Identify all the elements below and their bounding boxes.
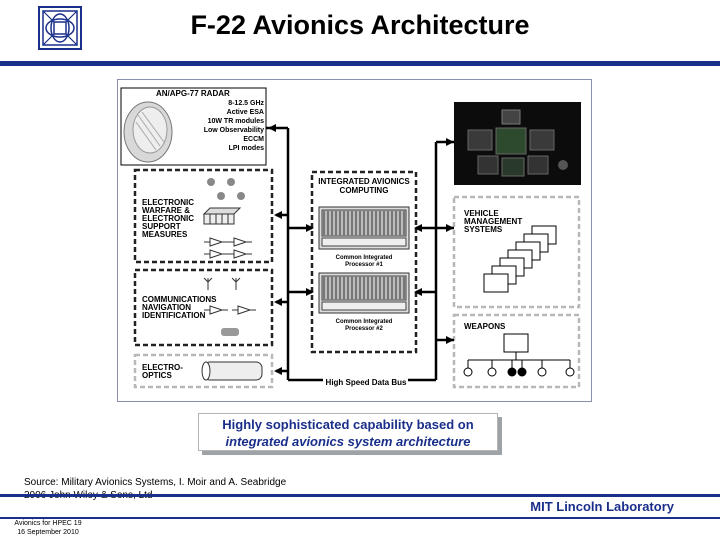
processor-1-label-2: Processor #1: [345, 262, 383, 268]
weapons-box: WEAPONS: [452, 313, 581, 389]
weapons-tree-icon: [463, 333, 575, 377]
radar-spec-5: ECCM: [243, 136, 264, 143]
eo-box: ELECTRO- OPTICS: [133, 353, 274, 389]
sensor-dots-icon: [207, 178, 245, 200]
eo-sensor-icon: [201, 361, 263, 381]
vms-box: VEHICLE MANAGEMENT SYSTEMS: [452, 195, 581, 309]
architecture-diagram: AN/APG-77 RADAR 8-12.5 GHz Active ESA 10…: [117, 79, 592, 402]
ew-label-4: SUPPORT: [142, 222, 181, 231]
footer-line-2: 16 September 2010: [17, 529, 79, 536]
radar-spec-4: Low Observability: [204, 127, 264, 134]
vms-units-icon: [483, 225, 557, 293]
bus-arrowheads: [268, 124, 454, 375]
ew-label-2: WARFARE &: [142, 206, 190, 215]
cni-box: COMMUNICATIONS NAVIGATION IDENTIFICATION: [133, 268, 274, 347]
source-line-1: Source: Military Avionics Systems, I. Mo…: [24, 477, 287, 488]
footer-rule: [0, 494, 720, 497]
radar-spec-3: 10W TR modules: [208, 118, 265, 125]
callout-line-1: Highly sophisticated capability based on: [222, 417, 474, 432]
radar-spec-1: 8-12.5 GHz: [228, 100, 264, 107]
processor-2: [318, 272, 410, 314]
cni-label-1: COMMUNICATIONS: [142, 295, 217, 304]
footer-info: Avionics for HPEC 19 16 September 2010: [10, 519, 86, 537]
weapons-label: WEAPONS: [464, 322, 506, 331]
radar-box: AN/APG-77 RADAR 8-12.5 GHz Active ESA 10…: [120, 87, 267, 166]
ew-box: ELECTRONIC WARFARE & ELECTRONIC SUPPORT …: [133, 168, 274, 264]
radar-title: AN/APG-77 RADAR: [156, 89, 230, 98]
radar-spec-2: Active ESA: [227, 109, 264, 116]
cni-label-2: NAVIGATION: [142, 303, 191, 312]
ew-label-1: ELECTRONIC: [142, 198, 194, 207]
ew-label-5: MEASURES: [142, 230, 188, 239]
architecture-diagram-svg: AN/APG-77 RADAR 8-12.5 GHz Active ESA 10…: [120, 87, 581, 389]
cni-label-3: IDENTIFICATION: [142, 311, 206, 320]
vms-label-1: VEHICLE: [464, 209, 499, 218]
lab-name: MIT Lincoln Laboratory: [530, 499, 674, 514]
processor-2-label-2: Processor #2: [345, 326, 383, 332]
processor-1-label-1: Common Integrated: [336, 255, 393, 261]
radar-dish-icon: [123, 101, 173, 163]
radar-spec-6: LPI modes: [229, 145, 265, 152]
iac-label-2: COMPUTING: [340, 186, 389, 195]
iac-label-1: INTEGRATED AVIONICS: [318, 177, 410, 186]
cockpit-image: [454, 102, 581, 185]
eo-label-1: ELECTRO-: [142, 363, 183, 372]
summary-callout: Highly sophisticated capability based on…: [198, 413, 498, 451]
comm-antenna-icon: [203, 277, 256, 315]
footer-line-1: Avionics for HPEC 19: [14, 520, 82, 527]
mit-ll-logo-icon: [38, 6, 82, 50]
iac-box: INTEGRATED AVIONICS COMPUTING Common Int…: [310, 170, 418, 354]
callout-line-2: integrated avionics system architecture: [225, 434, 471, 449]
vms-label-2: MANAGEMENT: [464, 217, 522, 226]
ew-label-3: ELECTRONIC: [142, 214, 194, 223]
page-title: F-22 Avionics Architecture: [190, 10, 530, 40]
antenna-icon: [204, 237, 252, 259]
source-citation: Source: Military Avionics Systems, I. Mo…: [24, 476, 286, 502]
vms-label-3: SYSTEMS: [464, 225, 503, 234]
footer-rule-bottom: [0, 517, 720, 519]
receiver-array-icon: [202, 207, 242, 225]
comm-unit-icon: [221, 328, 239, 336]
bus-label: High Speed Data Bus: [326, 378, 407, 387]
processor-2-label-1: Common Integrated: [336, 319, 393, 325]
processor-1: [318, 206, 410, 250]
eo-label-2: OPTICS: [142, 371, 172, 380]
title-rule: [0, 61, 720, 66]
